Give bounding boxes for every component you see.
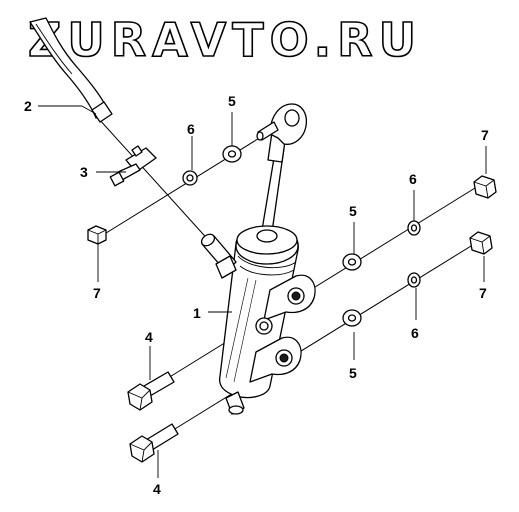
bolt-part-4-upper (127, 371, 175, 411)
washer-part-5-lower (342, 309, 362, 327)
nut-part-7-lower-right (469, 231, 493, 255)
washer-part-6-middle (407, 220, 421, 236)
nut-part-7-upper-right (473, 175, 497, 199)
watermark-text: ZURAVTO.RU (28, 13, 422, 67)
callout-4-lower: 4 (153, 481, 161, 497)
cylinder-part-1 (200, 225, 316, 415)
bolt-part-4-lower (129, 423, 179, 463)
callout-4-upper: 4 (145, 329, 153, 345)
callout-6-upper: 6 (187, 121, 195, 137)
callout-6-middle: 6 (409, 171, 417, 187)
push-rod (256, 103, 308, 233)
callout-6-lower: 6 (411, 325, 419, 341)
leader-lines (38, 105, 487, 478)
callout-5-lower: 5 (349, 365, 357, 381)
callout-1: 1 (193, 305, 201, 321)
callout-7-lower-right: 7 (479, 285, 487, 301)
callout-3: 3 (80, 164, 88, 180)
callout-7-upper-right: 7 (481, 127, 489, 143)
washer-part-5-middle (342, 253, 362, 271)
washer-part-6-upper (182, 170, 198, 186)
hose-part-2 (29, 17, 113, 123)
washer-part-5-upper (222, 145, 242, 163)
callout-5-upper: 5 (228, 93, 236, 109)
callout-labels: 1 2 3 4 4 5 5 5 6 6 6 7 7 7 (24, 93, 489, 497)
nut-part-7-left (87, 225, 107, 245)
clip-part-3 (109, 145, 157, 187)
washer-part-6-lower (407, 272, 421, 288)
callout-7-left: 7 (93, 285, 101, 301)
callout-5-middle: 5 (349, 203, 357, 219)
callout-2: 2 (24, 98, 32, 114)
